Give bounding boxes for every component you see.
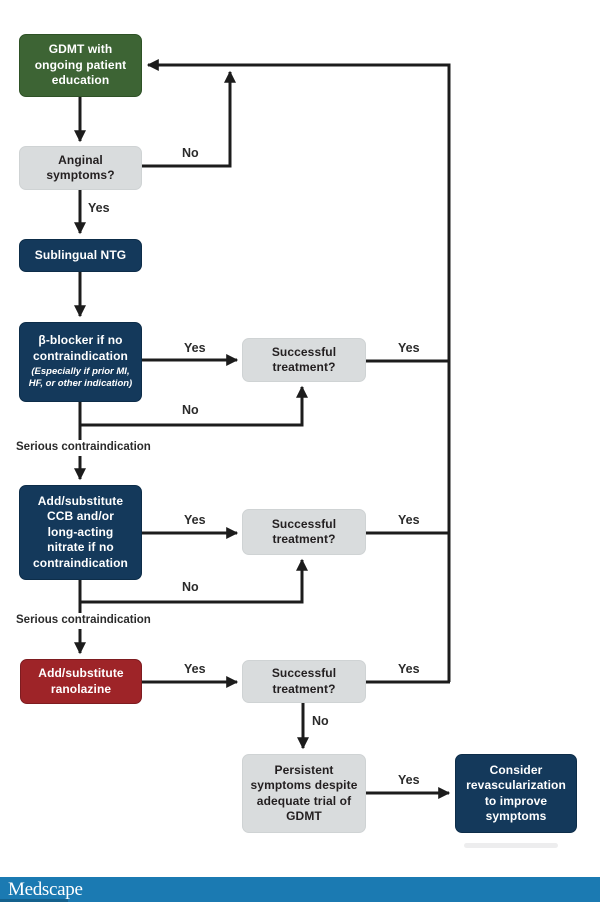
node-anginal-symptoms: Anginal symptoms? <box>19 146 142 190</box>
node-consider-revascularization-label: Consider revascularization to improve sy… <box>466 762 566 823</box>
node-ranolazine: Add/substitute ranolazine <box>20 659 142 704</box>
edge-label-yes-successful2: Yes <box>398 513 420 527</box>
edge-label-yes-ranolazine: Yes <box>184 662 206 676</box>
node-successful-treatment-1: Successful treatment? <box>242 338 366 382</box>
arrow-no-beta-to-successful1 <box>80 385 308 427</box>
footer-logo-shadow <box>0 899 68 902</box>
box-shadow-artifact <box>464 843 558 848</box>
edge-label-no-beta: No <box>182 403 199 417</box>
edge-label-no-successful3: No <box>312 714 329 728</box>
node-successful-treatment-3-label: Successful treatment? <box>271 666 337 696</box>
arrow-return-to-gdmt <box>146 59 451 682</box>
node-sublingual-ntg-label: Sublingual NTG <box>34 247 127 262</box>
edge-label-no-anginal: No <box>182 146 199 160</box>
node-consider-revascularization: Consider revascularization to improve sy… <box>455 754 577 833</box>
medscape-logo: Medscape <box>8 879 83 900</box>
node-successful-treatment-1-label: Successful treatment? <box>271 344 337 374</box>
node-anginal-symptoms-label: Anginal symptoms? <box>46 152 115 182</box>
node-ccb-nitrate: Add/substitute CCB and/or long-acting ni… <box>19 485 142 580</box>
edge-label-no-ccb: No <box>182 580 199 594</box>
edge-label-yes-beta: Yes <box>184 341 206 355</box>
node-ranolazine-label: Add/substitute ranolazine <box>38 666 124 696</box>
node-persistent-symptoms-label: Persistent symptoms despite adequate tri… <box>250 762 358 823</box>
edge-label-yes-anginal: Yes <box>88 201 110 215</box>
node-ccb-nitrate-label: Add/substitute CCB and/or long-acting ni… <box>33 494 128 570</box>
node-sublingual-ntg: Sublingual NTG <box>19 239 142 272</box>
edge-label-serious-contraindication-2: Serious contraindication <box>13 613 154 629</box>
edge-label-yes-persistent: Yes <box>398 773 420 787</box>
node-successful-treatment-2-label: Successful treatment? <box>271 516 337 546</box>
node-gdmt-label: GDMT with ongoing patient education <box>34 42 127 88</box>
edge-label-yes-successful3: Yes <box>398 662 420 676</box>
node-successful-treatment-2: Successful treatment? <box>242 509 366 555</box>
edge-label-yes-ccb: Yes <box>184 513 206 527</box>
footer-brand-bar: Medscape <box>0 877 600 902</box>
node-successful-treatment-3: Successful treatment? <box>242 660 366 703</box>
edge-label-serious-contraindication-1: Serious contraindication <box>13 440 154 456</box>
node-gdmt: GDMT with ongoing patient education <box>19 34 142 97</box>
arrow-no-ccb-to-successful2 <box>80 558 308 604</box>
node-beta-blocker-note: (Especially if prior MI, HF, or other in… <box>28 366 133 390</box>
arrow-no-anginal-to-return <box>142 70 236 168</box>
node-beta-blocker: β-blocker if no contraindication (Especi… <box>19 322 142 402</box>
node-persistent-symptoms: Persistent symptoms despite adequate tri… <box>242 754 366 833</box>
edge-label-yes-successful1: Yes <box>398 341 420 355</box>
node-beta-blocker-label: β-blocker if no contraindication <box>33 333 128 363</box>
